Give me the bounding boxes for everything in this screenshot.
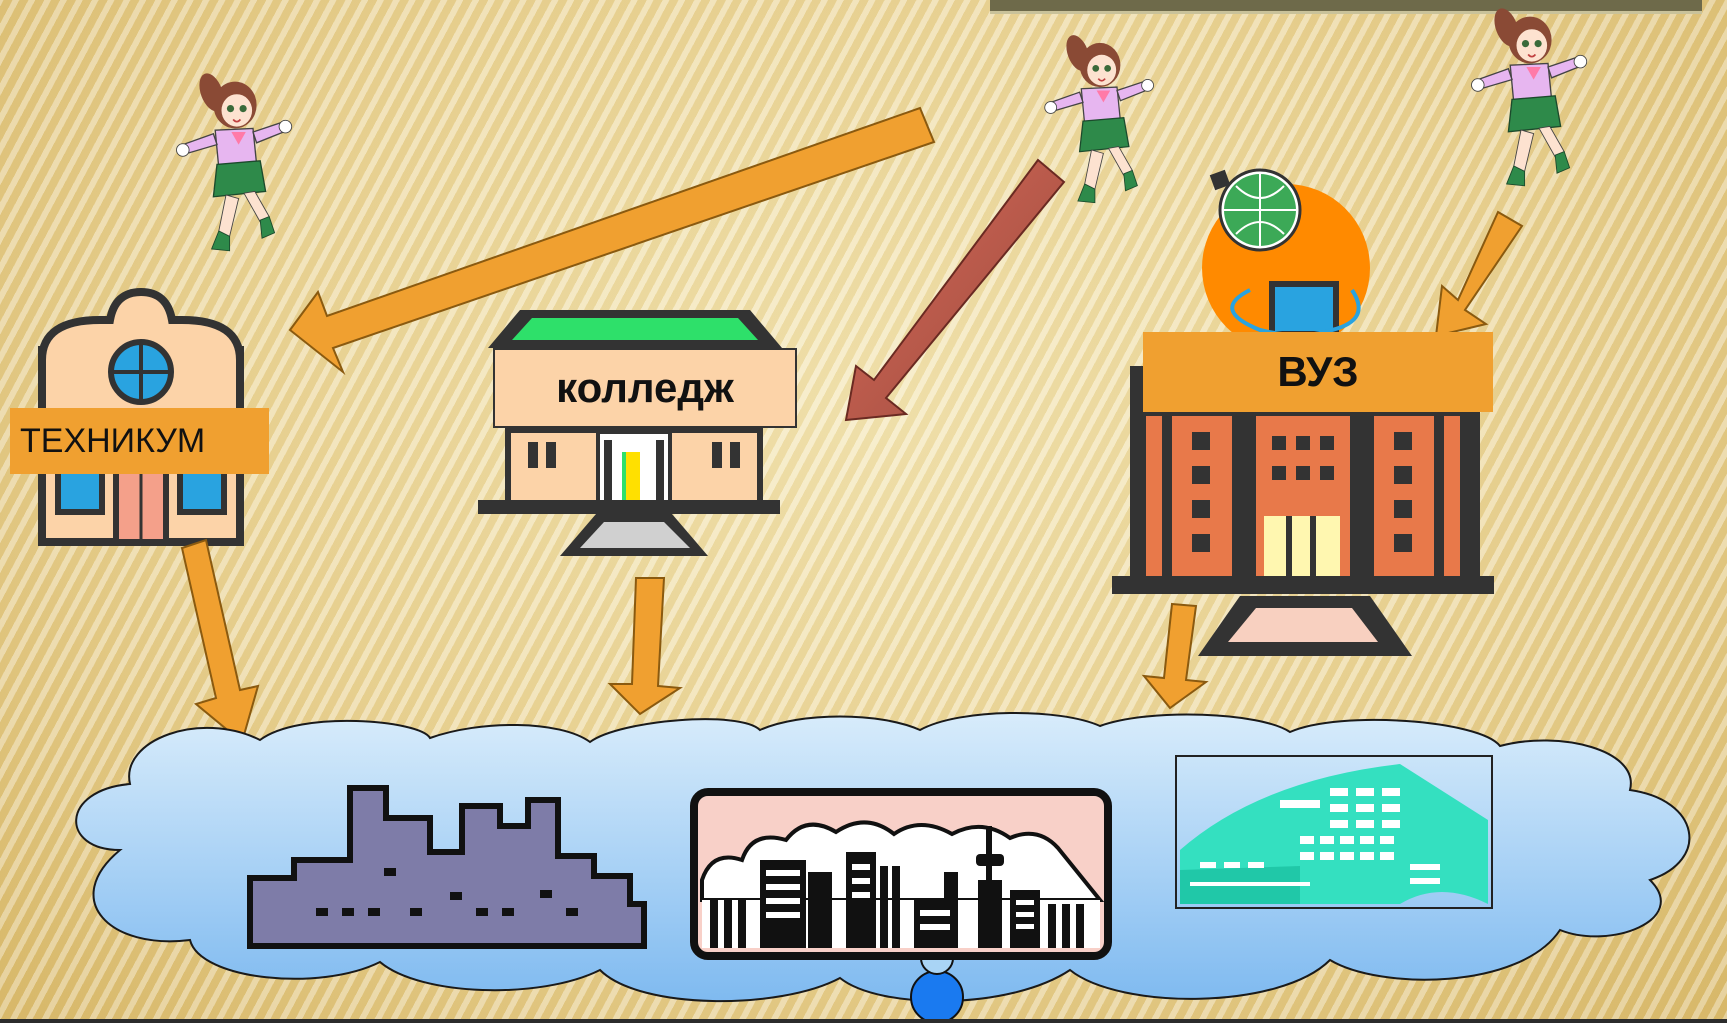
top-photo-strip — [990, 0, 1702, 12]
arrow-to-college — [844, 158, 1066, 422]
arrow-college-down — [607, 577, 683, 716]
arrow-technikum-down — [180, 538, 260, 744]
globe-computer-icon — [1202, 168, 1370, 352]
college-label: колледж — [556, 364, 735, 411]
girl-figure-icon — [1043, 31, 1155, 204]
college-label-box — [493, 348, 797, 428]
college-building-icon — [478, 310, 782, 556]
girl-figure-icon — [1470, 4, 1588, 187]
city-skyline-icon — [690, 788, 1112, 960]
arrow-to-vuz — [1434, 210, 1524, 338]
modern-building-icon — [1175, 755, 1493, 909]
arrow-vuz-down — [1141, 602, 1209, 710]
vuz-label: ВУЗ — [1277, 348, 1358, 395]
vuz-label-box — [1143, 332, 1493, 412]
factory-icon — [247, 785, 647, 949]
technikum-label: ТЕХНИКУМ — [20, 422, 205, 460]
bottom-border — [0, 1019, 1727, 1023]
technikum-label-box — [10, 408, 269, 474]
girl-figure-icon — [175, 69, 293, 252]
arrow-to-technikum — [288, 106, 936, 376]
